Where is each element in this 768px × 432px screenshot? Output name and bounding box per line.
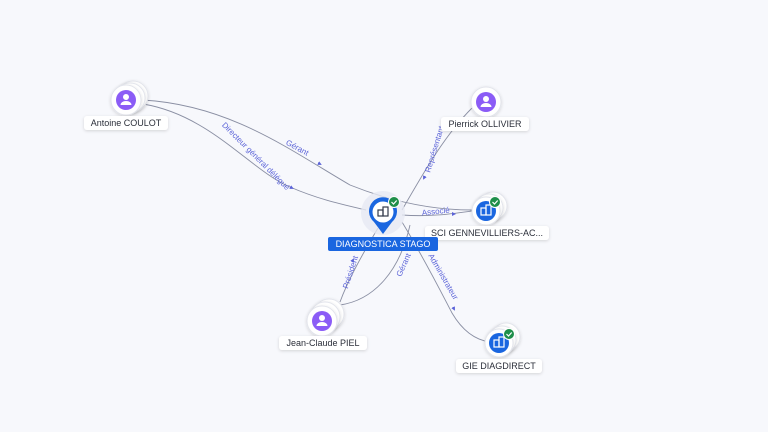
building-icon: [489, 333, 509, 353]
edge-label-gerant: Gérant: [284, 138, 311, 158]
node-label-gie-diagdirect: GIE DIAGDIRECT: [462, 361, 536, 371]
edge-sci-associe[interactable]: Associé: [401, 206, 473, 218]
edge-label-associe: Associé: [421, 206, 450, 218]
verified-check-icon: [503, 328, 515, 340]
node-jean-claude-piel[interactable]: Jean-Claude PIEL: [279, 298, 367, 350]
node-pierrick-ollivier[interactable]: Pierrick OLLIVIER: [441, 86, 529, 131]
edge-label-gerant-jc: Gérant: [395, 251, 413, 278]
node-label-pierrick-ollivier: Pierrick OLLIVIER: [448, 119, 522, 129]
node-antoine-coulot[interactable]: Antoine COULOT: [84, 80, 168, 130]
edge-label-representant: Représentant: [423, 124, 446, 173]
edge-antoine-dg[interactable]: Directeur général délégué: [142, 103, 367, 211]
node-label-jean-claude-piel: Jean-Claude PIEL: [286, 338, 359, 348]
node-label-antoine-coulot: Antoine COULOT: [91, 118, 162, 128]
verified-check-icon: [489, 196, 501, 208]
person-icon: [476, 92, 496, 112]
person-icon: [312, 311, 332, 331]
node-diagnostica-stago[interactable]: DIAGNOSTICA STAGO: [328, 191, 438, 251]
building-icon: [377, 206, 389, 217]
node-gie-diagdirect[interactable]: GIE DIAGDIRECT: [456, 322, 542, 373]
verified-check-icon: [388, 196, 400, 208]
node-sci-gennevilliers[interactable]: SCI GENNEVILLIERS-AC...: [425, 191, 549, 240]
node-label-sci-gennevilliers: SCI GENNEVILLIERS-AC...: [431, 228, 543, 238]
node-label-diagnostica-stago: DIAGNOSTICA STAGO: [336, 239, 431, 249]
edge-label-administrateur: Administrateur: [426, 252, 460, 301]
person-icon: [116, 90, 136, 110]
edge-label-president: Président: [341, 254, 360, 290]
